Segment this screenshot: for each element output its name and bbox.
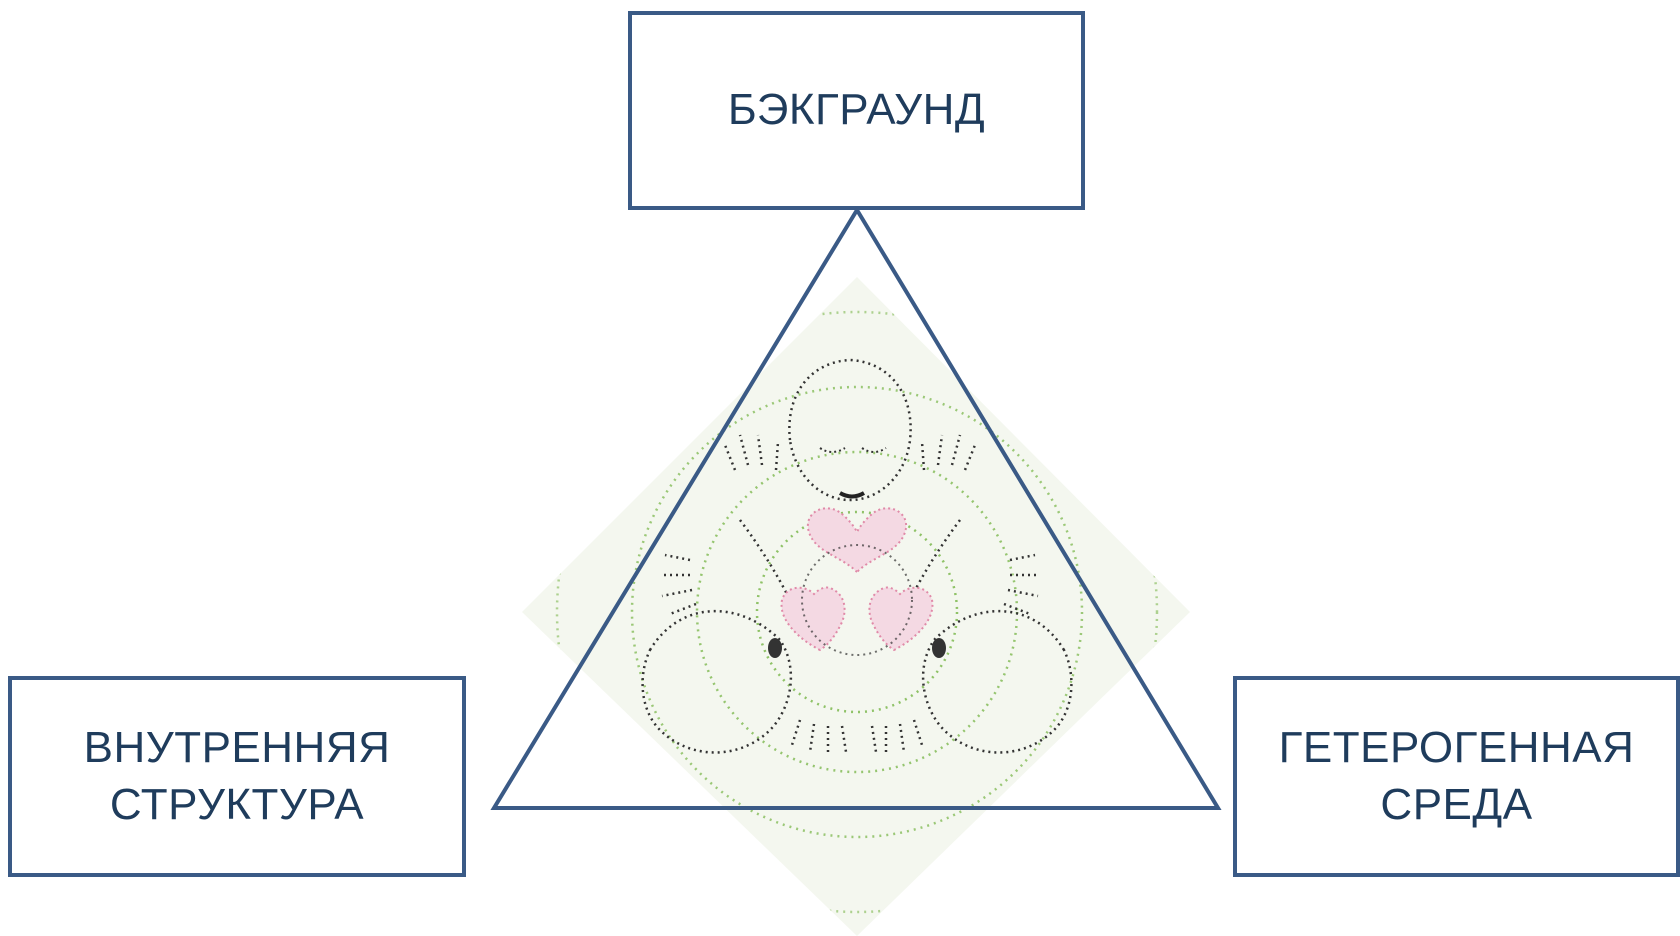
face-icon <box>788 358 912 502</box>
node-internal-structure: ВНУТРЕННЯЯ СТРУКТУРА <box>8 676 466 877</box>
node-background: БЭКГРАУНД <box>628 11 1085 210</box>
green-circle-middle <box>695 450 1019 774</box>
connecting-triangle <box>490 206 1222 810</box>
green-circle-outermost <box>555 310 1159 914</box>
green-circle-inner <box>755 510 959 714</box>
node-background-label: БЭКГРАУНД <box>727 85 986 135</box>
node-heterogeneous-environment-label: ГЕТЕРОГЕННАЯ СРЕДА <box>1278 723 1635 829</box>
node-internal-structure-label: ВНУТРЕННЯЯ СТРУКТУРА <box>83 723 391 829</box>
inner-circle <box>801 544 913 656</box>
mandala-illustration <box>522 277 1190 936</box>
node-heterogeneous-environment: ГЕТЕРОГЕННАЯ СРЕДА <box>1233 676 1680 877</box>
face-eye-right-figure <box>932 638 946 658</box>
face-eye-left-figure <box>768 638 782 658</box>
illustration-drawing <box>555 310 1159 914</box>
green-circle-outer <box>630 385 1084 839</box>
face-mouth <box>838 491 866 499</box>
illustration-diamond-background <box>522 277 1190 936</box>
heart-icon <box>780 507 934 652</box>
